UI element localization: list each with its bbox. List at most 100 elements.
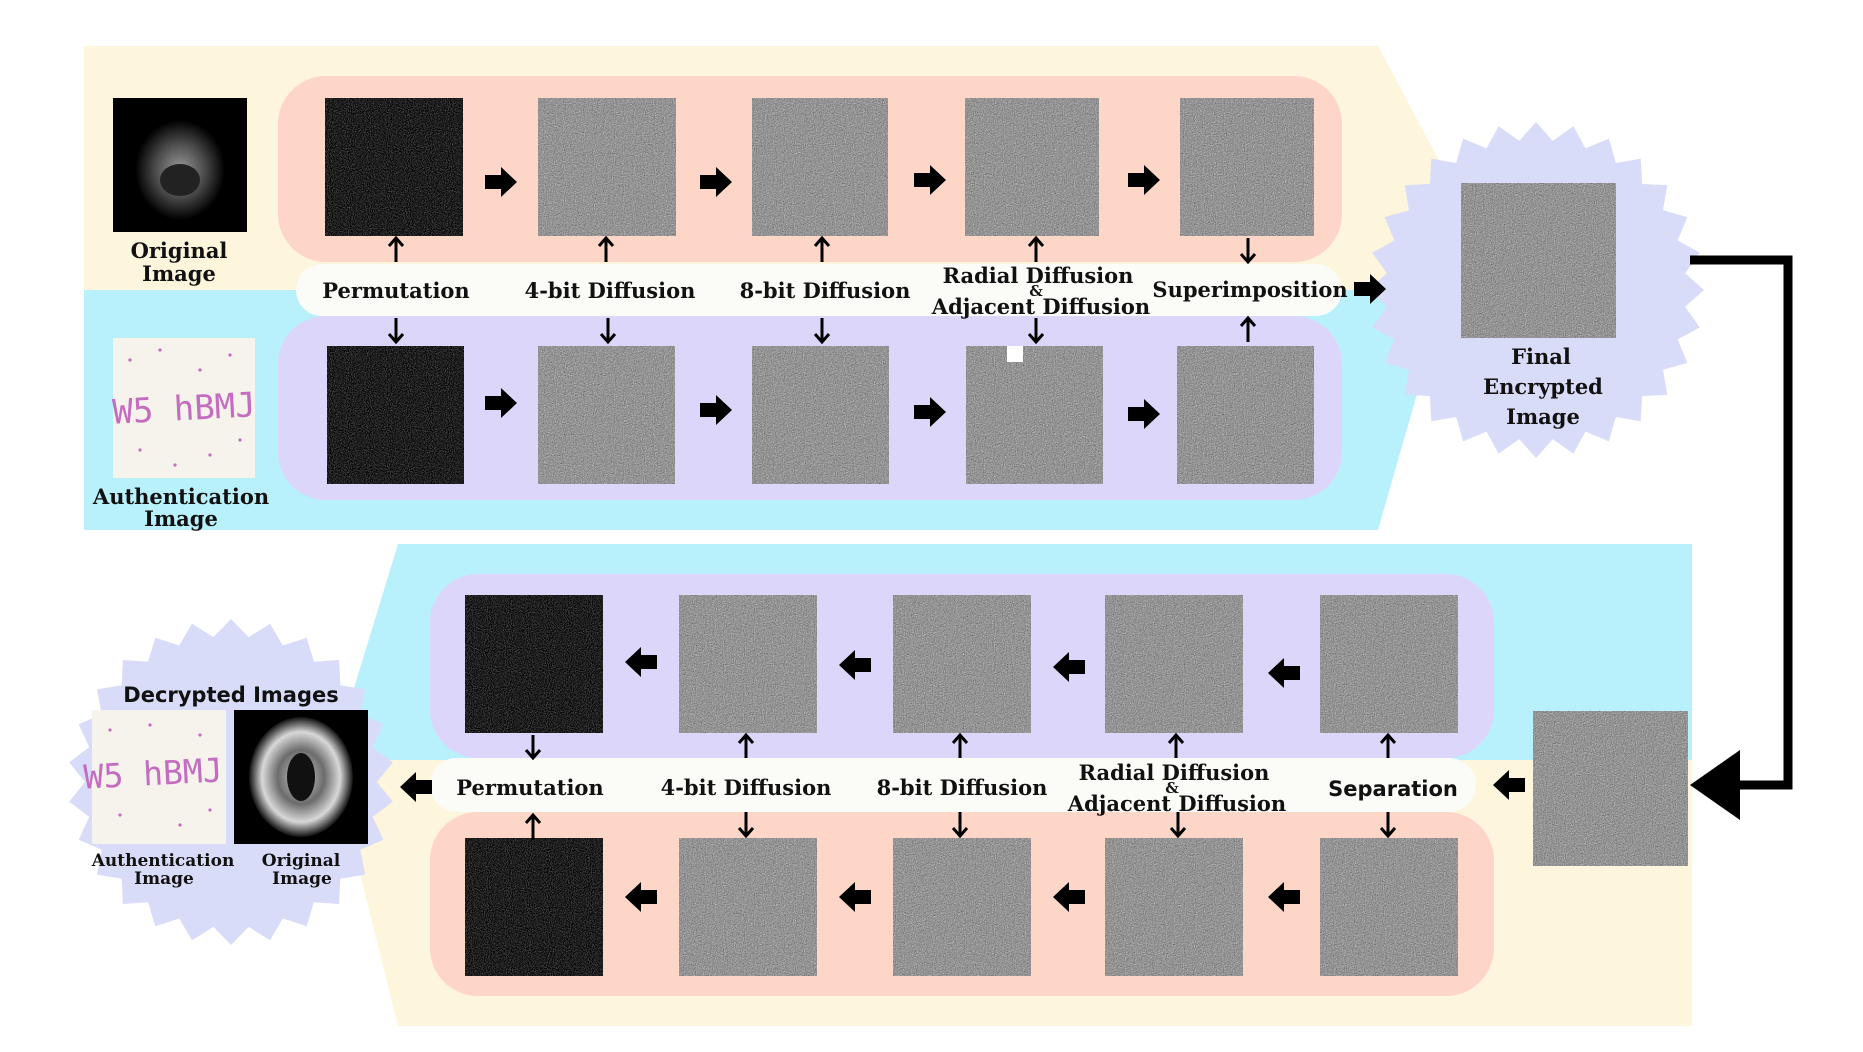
auth-speck-1 <box>158 348 162 352</box>
separation-down-arrow-head <box>1379 827 1397 839</box>
enc-step-8bit: 8-bit Diffusion <box>740 278 911 303</box>
dec-bottom-arrow-1 <box>625 882 657 912</box>
original-label-line1: Original <box>131 238 228 263</box>
dec-bottom-image-3-noise <box>893 838 1031 976</box>
dec-bottom-image-2 <box>679 838 817 976</box>
enc-up-arrow-4 <box>1027 235 1045 262</box>
enc-bottom-image-3-noise <box>752 346 889 484</box>
authentication-label-line1: Authentication <box>92 484 269 509</box>
dec-auth-speck-6 <box>208 808 212 812</box>
final-label-line3: Image <box>1506 404 1580 429</box>
auth-speck-2 <box>198 368 202 372</box>
enc-bottom-arrow-3 <box>914 397 946 427</box>
enc-top-arrow-1 <box>485 167 517 197</box>
dec-up-arrow-3 <box>1167 732 1185 758</box>
dec-top-image-1 <box>465 595 603 733</box>
enc-step-amp: & <box>1029 282 1043 300</box>
superimpose-up-arrow <box>1239 315 1257 342</box>
enc-bottom-image-1 <box>327 346 464 484</box>
final-label-line1: Final <box>1511 344 1571 369</box>
dec-step-4bit: 4-bit Diffusion <box>661 775 832 800</box>
enc-top-arrow-4 <box>1128 165 1160 195</box>
final-label-line2: Encrypted <box>1483 374 1603 399</box>
enc-bottom-image-3 <box>752 346 889 484</box>
enc-up-arrow-1-head <box>387 235 405 247</box>
enc-bottom-arrow-2 <box>700 395 732 425</box>
enc-step-radial: Radial Diffusion <box>943 263 1134 288</box>
auth-speck-6 <box>238 438 242 442</box>
dec-bottom-image-5-noise <box>1320 838 1458 976</box>
enc-bottom-image-5 <box>1177 346 1314 484</box>
dec-orig-label-line2: Image <box>272 869 332 889</box>
enc-top-image-5-noise <box>1180 98 1314 236</box>
dec-bottom-image-5 <box>1320 838 1458 976</box>
auth-speck-3 <box>228 353 232 357</box>
enc-step-adjacent: Adjacent Diffusion <box>931 294 1150 319</box>
mri2-ventricle <box>287 753 315 801</box>
decrypted-images-title: Decrypted Images <box>123 683 338 707</box>
dec-auth-speck-5 <box>178 823 182 827</box>
superimpose-up-arrow-head <box>1239 315 1257 327</box>
dec-down-arrow-2 <box>951 812 969 839</box>
dec-label-strip <box>430 758 1476 812</box>
dec-down-arrow-1-head <box>737 827 755 839</box>
final-encrypted-image-noise <box>1461 183 1616 338</box>
dec-top-arrow-4 <box>1268 658 1300 688</box>
dec-up-arrow-3-head <box>1167 732 1185 744</box>
dec-top-image-4 <box>1105 595 1243 733</box>
superimpose-down-arrow <box>1239 238 1257 265</box>
received-to-separation-arrow <box>1493 770 1525 800</box>
enc-bottom-image-4-noise <box>966 346 1103 484</box>
decrypted-mri-image <box>234 710 368 844</box>
white-marker <box>1007 346 1023 362</box>
dec-up-arrow-2-head <box>951 732 969 744</box>
dec-auth-speck-2 <box>198 733 202 737</box>
original-mri-image <box>113 98 247 232</box>
dec-top-image-2-noise <box>679 595 817 733</box>
dec-top-image-1-noise <box>465 595 603 733</box>
dec-auth-speck-4 <box>118 813 122 817</box>
dec-orig-label-line1: Original <box>262 851 341 871</box>
enc-top-image-1 <box>325 98 463 236</box>
dec-top-image-5-noise <box>1320 595 1458 733</box>
dec-perm-down-arrow-head <box>524 749 542 761</box>
original-label-line2: Image <box>142 261 216 286</box>
enc-top-image-1-noise <box>325 98 463 236</box>
dec-perm-up-arrow-head <box>524 812 542 824</box>
dec-top-image-3 <box>893 595 1031 733</box>
enc-down-arrow-2-head <box>599 333 617 345</box>
dec-auth-label-line1: Authentication <box>91 851 235 871</box>
dec-bottom-arrow-4 <box>1268 882 1300 912</box>
dec-auth-speck-3 <box>213 758 217 762</box>
dec-top-arrow-3 <box>1053 652 1085 682</box>
enc-bottom-image-2-noise <box>538 346 675 484</box>
enc-to-final-arrow <box>1354 274 1386 304</box>
dec-up-arrow-1 <box>737 732 755 758</box>
mri-inner <box>160 164 200 196</box>
auth-image <box>113 338 255 478</box>
dec-top-arrow-1 <box>625 647 657 677</box>
dec-auth-image <box>92 710 226 844</box>
enc-step-superimposition: Superimposition <box>1152 277 1347 302</box>
enc-top-image-2 <box>538 98 676 236</box>
received-encrypted-image-noise <box>1533 711 1688 866</box>
dec-down-arrow-1 <box>737 812 755 839</box>
auth-speck-0 <box>128 358 132 362</box>
dec-step-permutation: Permutation <box>456 775 603 800</box>
enc-up-arrow-2 <box>597 235 615 262</box>
enc-bottom-image-1-noise <box>327 346 464 484</box>
enc-top-arrow-2 <box>700 167 732 197</box>
auth-speck-7 <box>173 463 177 467</box>
enc-step-4bit: 4-bit Diffusion <box>525 278 696 303</box>
enc-up-arrow-4-head <box>1027 235 1045 247</box>
enc-up-arrow-3 <box>813 235 831 262</box>
separation-down-arrow <box>1379 812 1397 839</box>
dec-step-8bit: 8-bit Diffusion <box>877 775 1048 800</box>
dec-step-radial: Radial Diffusion <box>1079 760 1270 785</box>
dec-auth-label-line2: Image <box>134 869 194 889</box>
enc-down-arrow-4 <box>1027 318 1045 345</box>
separation-up-arrow-head <box>1379 732 1397 744</box>
enc-step-permutation: Permutation <box>322 278 469 303</box>
final-to-received-connector <box>1690 255 1793 820</box>
enc-captcha-text: W5 hBMJ <box>111 385 256 432</box>
